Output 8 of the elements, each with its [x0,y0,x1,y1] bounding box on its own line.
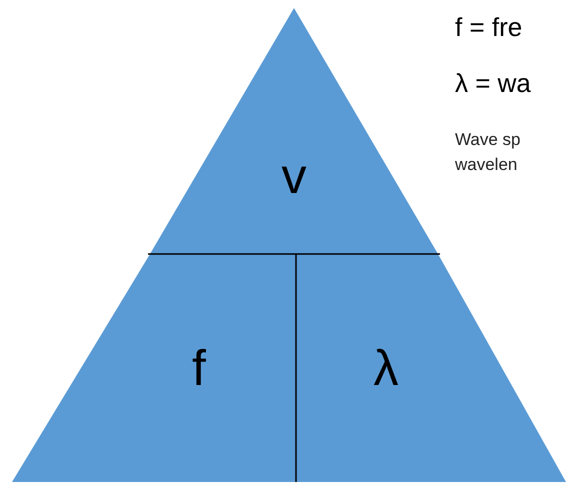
formula-symbol: λ [374,339,398,397]
definition-text: f = fre [455,12,522,43]
formula-symbol: v [282,147,306,205]
triangle-section [296,254,566,482]
definition-text: λ = wa [455,68,531,99]
triangle-section [12,254,296,482]
note-text: Wave sp wavelen [455,129,522,176]
formula-symbol: f [192,339,206,397]
